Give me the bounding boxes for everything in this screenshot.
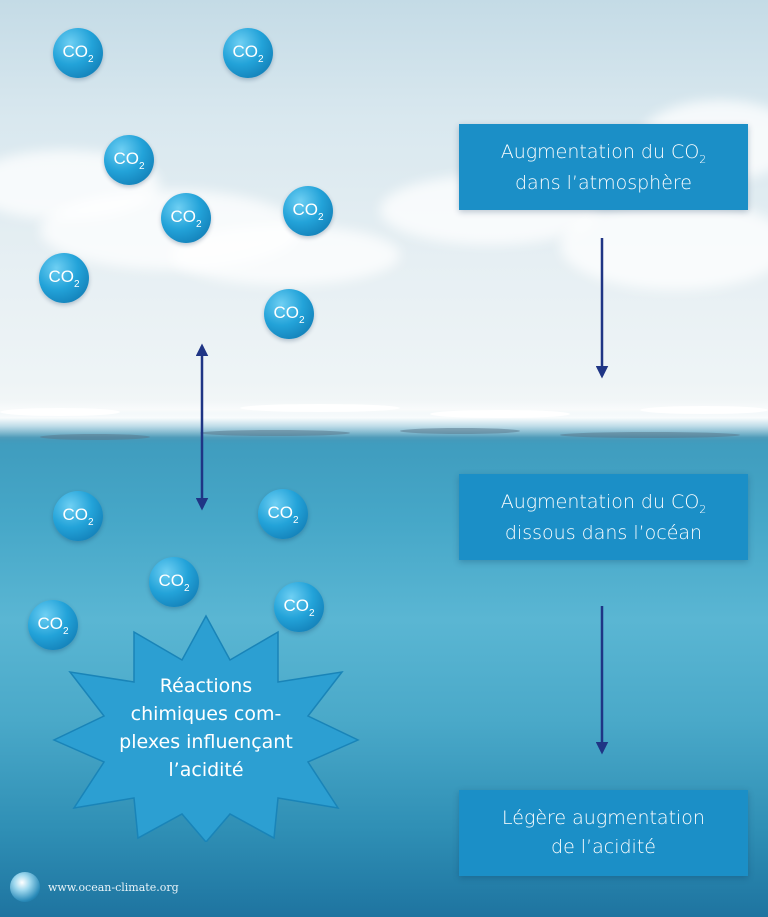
cloud: [170, 225, 400, 285]
reactions-starburst: [52, 614, 360, 842]
co2-molecule: CO2: [53, 491, 103, 541]
box-line: dans l’atmosphère: [514, 172, 692, 194]
box-co2-ocean: Augmentation du CO2 dissous dans l’océan: [459, 474, 748, 560]
box-line: de l’acidité: [551, 836, 656, 858]
cloud: [560, 200, 768, 290]
reactions-line: chimiques com-: [130, 703, 282, 725]
co2-molecule: CO2: [223, 28, 273, 78]
box-line: Augmentation du CO2: [500, 141, 707, 166]
wave: [200, 430, 350, 436]
sea-foam: [430, 410, 570, 418]
box-acidity-increase: Légère augmentation de l’acidité: [459, 790, 748, 876]
box-line: dissous dans l’océan: [504, 522, 703, 544]
co2-molecule: CO2: [53, 28, 103, 78]
co2-molecule: CO2: [274, 582, 324, 632]
co2-molecule: CO2: [28, 600, 78, 650]
footer-url: www.ocean-climate.org: [48, 880, 179, 894]
reactions-line: Réactions: [159, 675, 253, 697]
wave: [40, 434, 150, 440]
box-line: Légère augmentation: [502, 807, 705, 829]
sea-foam: [0, 408, 120, 416]
co2-molecule: CO2: [283, 186, 333, 236]
co2-molecule: CO2: [149, 557, 199, 607]
footer: www.ocean-climate.org: [10, 872, 179, 902]
sea-foam: [640, 406, 768, 414]
reactions-line: plexes influençant: [119, 731, 293, 753]
reactions-line: l’acidité: [168, 759, 244, 781]
ocean-climate-logo-icon: [10, 872, 40, 902]
co2-molecule: CO2: [258, 489, 308, 539]
sea-foam: [240, 404, 400, 412]
co2-molecule: CO2: [39, 253, 89, 303]
co2-molecule: CO2: [104, 135, 154, 185]
co2-molecule: CO2: [161, 193, 211, 243]
wave: [400, 428, 520, 434]
box-line: Augmentation du CO2: [500, 491, 707, 516]
wave: [560, 432, 740, 438]
reactions-text: Réactions chimiques com- plexes influenç…: [46, 672, 366, 784]
box-co2-atmosphere: Augmentation du CO2 dans l’atmosphère: [459, 124, 748, 210]
co2-molecule: CO2: [264, 289, 314, 339]
